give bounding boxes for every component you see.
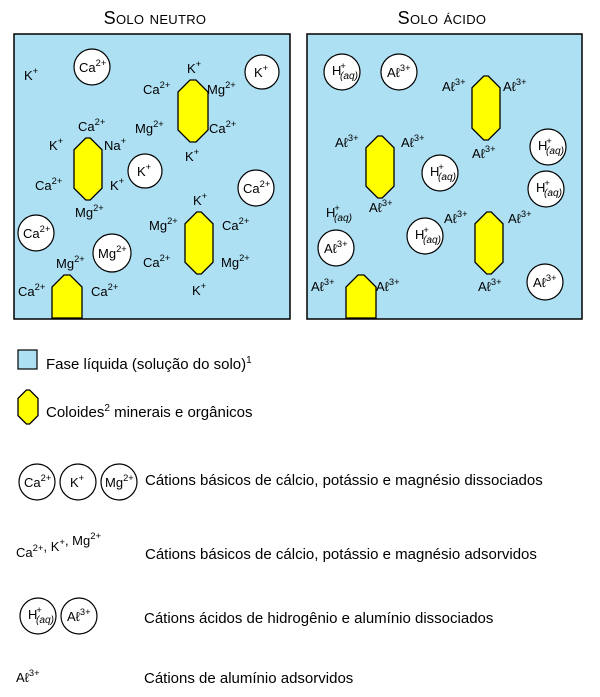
neutral-colloid-2: [73, 137, 103, 201]
neutral-ion-mg-19: Mg2+: [56, 254, 85, 271]
neutral-ion-mg-14: Mg2+: [149, 216, 178, 233]
legend-bubble-mg-circle: [100, 463, 138, 501]
acid-ion-al-3: Aℓ3+: [401, 133, 425, 150]
acid-ion-al-10: Aℓ3+: [376, 277, 400, 294]
neutral-bubble-ca-2-circle: [237, 169, 275, 207]
neutral-bubble-mg-1-circle: [92, 233, 132, 273]
neutral-bubble-k-2-circle: [127, 153, 163, 189]
neutral-bubble-k-1-label: K+: [254, 63, 268, 80]
legend-colloids-text: Coloides: [46, 404, 105, 421]
acid-bubble-h-2-circle: [529, 128, 567, 166]
legend-basic-dissociated: Cátions básicos de cálcio, potássio e ma…: [145, 472, 543, 489]
legend-liquid-phase-text: Fase líquida (solução do solo): [46, 356, 247, 373]
legend-acid-dissociated: Cátions ácidos de hidrogênio e alumínio …: [144, 610, 494, 627]
neutral-ion-ca-20: Ca2+: [18, 282, 45, 299]
neutral-bubble-ca-2-label: Ca2+: [243, 179, 270, 196]
acid-bubble-h-2-label: H+(aq): [538, 136, 564, 157]
acid-bubble-h-4-circle: [527, 170, 565, 208]
acid-ion-al-7: Aℓ3+: [444, 209, 468, 226]
neutral-ion-k-13: K+: [193, 191, 207, 208]
neutral-ion-k-1: K+: [187, 59, 201, 76]
acid-bubble-al-3-circle: [526, 263, 564, 301]
neutral-ion-mg-3: Mg2+: [207, 80, 236, 97]
legend-al-adsorbed: Cátions de alumínio adsorvidos: [144, 670, 354, 687]
acid-bubble-h-4-label: H+(aq): [536, 178, 562, 199]
neutral-bubble-k-2-label: K+: [137, 162, 151, 179]
acid-colloid-1: [471, 75, 501, 141]
acid-ion-al-2: Aℓ3+: [335, 133, 359, 150]
acid-bubble-al-2-label: Aℓ3+: [324, 239, 348, 256]
neutral-bubble-mg-1-label: Mg2+: [98, 244, 127, 261]
legend-colloids-rest: minerais e orgânicos: [109, 404, 253, 421]
legend-bubble-mg-label: Mg2+: [105, 473, 134, 490]
acid-ion-al-6: Aℓ3+: [369, 198, 393, 215]
legend-bubble-h-circle: [19, 597, 57, 635]
acid-bubble-h-3-label: H+(aq): [430, 162, 456, 183]
neutral-ion-k-6: K+: [185, 147, 199, 164]
acid-ion-al-9: Aℓ3+: [311, 277, 335, 294]
neutral-ion-ca-5: Ca2+: [209, 119, 236, 136]
acid-colloid-4: [345, 274, 377, 319]
legend-liquid-swatch: [17, 349, 38, 370]
neutral-ion-ca-21: Ca2+: [91, 282, 118, 299]
legend-colloids: Coloides2 minerais e orgânicos: [46, 399, 253, 422]
acid-bubble-al-1-label: Aℓ3+: [387, 63, 411, 80]
legend-bubble-al-circle: [60, 597, 98, 635]
legend-bubble-h-label: H+(aq): [28, 605, 54, 626]
legend-liquid-note: 1: [246, 355, 252, 366]
acid-bubble-h-5-label: H+(aq): [415, 225, 441, 246]
neutral-colloid-4: [51, 274, 83, 319]
acid-bubble-al-1-circle: [380, 53, 418, 91]
neutral-ion-mg-17: Mg2+: [221, 253, 250, 270]
legend-basic-adsorbed-ions: Ca2+, K+, Mg2+: [16, 531, 102, 560]
legend-bubble-al-label: Aℓ3+: [67, 607, 91, 624]
legend-basic-adsorbed: Cátions básicos de cálcio, potássio e ma…: [145, 546, 537, 563]
neutral-ion-k-11: K+: [110, 176, 124, 193]
acid-ion-h-5: H+(aq): [326, 203, 352, 224]
neutral-colloid-3: [184, 211, 214, 275]
acid-bubble-al-2-circle: [317, 229, 355, 267]
legend-al-adsorbed-ion: Aℓ3+: [16, 668, 40, 685]
neutral-ion-mg-12: Mg2+: [75, 203, 104, 220]
legend-colloids-note: 2: [104, 403, 110, 414]
neutral-ion-ca-10: Ca2+: [35, 176, 62, 193]
acid-bubble-al-3-label: Aℓ3+: [533, 273, 557, 290]
acid-ion-al-8: Aℓ3+: [508, 209, 532, 226]
acid-ion-al-0: Aℓ3+: [442, 77, 466, 94]
acid-ion-al-4: Aℓ3+: [472, 144, 496, 161]
acid-colloid-2: [365, 135, 395, 199]
neutral-bubble-ca-3-label: Ca2+: [23, 224, 50, 241]
title-acid-soil: Solo ácido: [397, 8, 487, 28]
neutral-bubble-ca-3-circle: [17, 214, 55, 252]
acid-colloid-3: [474, 211, 504, 275]
neutral-ion-k-18: K+: [192, 281, 206, 298]
acid-ion-al-1: Aℓ3+: [503, 77, 527, 94]
legend-bubble-ca-circle: [18, 463, 56, 501]
acid-bubble-h-1-label: H+(aq): [332, 61, 358, 82]
neutral-bubble-ca-1-circle: [73, 48, 111, 86]
acid-bubble-h-5-circle: [406, 217, 444, 255]
legend-colloid-swatch: [17, 389, 39, 425]
legend-bubble-k-label: K+: [70, 473, 84, 490]
acid-bubble-h-3-circle: [421, 154, 459, 192]
legend-bubble-k-circle: [59, 463, 97, 501]
neutral-ion-k-0: K+: [24, 66, 38, 83]
acid-ion-al-11: Aℓ3+: [478, 277, 502, 294]
neutral-bubble-ca-1-label: Ca2+: [79, 58, 106, 75]
title-neutral-soil: Solo neutro: [103, 8, 207, 28]
legend-bubble-ca-label: Ca2+: [24, 473, 51, 490]
neutral-ion-k-8: K+: [49, 136, 63, 153]
neutral-bubble-k-1-circle: [244, 54, 280, 90]
neutral-ion-na-9: Na+: [104, 136, 126, 153]
neutral-ion-mg-4: Mg2+: [135, 119, 164, 136]
neutral-ion-ca-16: Ca2+: [143, 253, 170, 270]
neutral-colloid-1: [177, 79, 209, 143]
legend-liquid-phase: Fase líquida (solução do solo)1: [46, 351, 252, 374]
neutral-ion-ca-7: Ca2+: [78, 117, 105, 134]
neutral-ion-ca-2: Ca2+: [143, 80, 170, 97]
acid-bubble-h-1-circle: [323, 53, 361, 91]
neutral-ion-ca-15: Ca2+: [222, 216, 249, 233]
